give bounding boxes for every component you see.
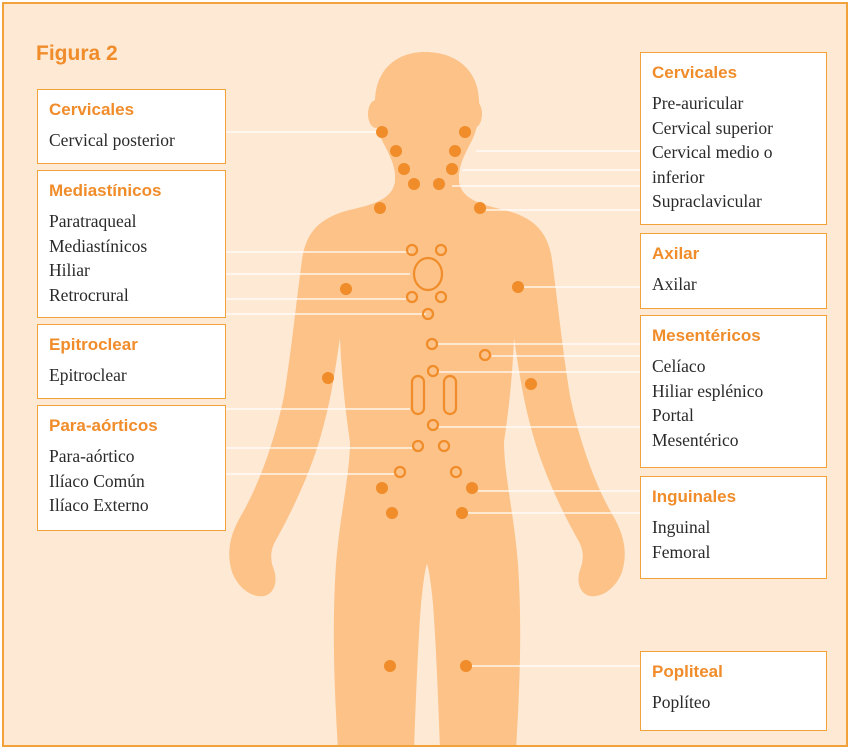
box-title: Mesentéricos	[652, 326, 816, 346]
node-cervical-right-1	[449, 145, 461, 157]
box-item: Axilar	[652, 272, 816, 297]
box-axilar: Axilar Axilar	[640, 233, 827, 309]
box-title: Epitroclear	[49, 335, 215, 355]
node-supraclavicular-right	[474, 202, 486, 214]
node-popliteo-right	[460, 660, 472, 672]
box-title: Para-aórticos	[49, 416, 215, 436]
box-item: Mesentérico	[652, 428, 816, 453]
box-item: Cervical posterior	[49, 128, 215, 153]
box-title: Inguinales	[652, 487, 816, 507]
node-epitroclear-left	[322, 372, 334, 384]
node-popliteo-left	[384, 660, 396, 672]
box-epitroclear: Epitroclear Epitroclear	[37, 324, 226, 399]
box-item: Pre-auricular	[652, 91, 816, 116]
box-item: Epitroclear	[49, 363, 215, 388]
box-item: Ilíaco Común	[49, 469, 215, 494]
box-item: Supraclavicular	[652, 189, 816, 214]
node-femoral-right	[456, 507, 468, 519]
node-inguinal-right	[466, 482, 478, 494]
box-para-aorticos: Para-aórticos Para-aórtico Ilíaco Común …	[37, 405, 226, 531]
box-item: inferior	[652, 165, 816, 190]
box-item: Paratraqueal	[49, 209, 215, 234]
node-cervical-posterior-left	[376, 126, 388, 138]
node-supraclavicular-left	[374, 202, 386, 214]
box-item: Poplíteo	[652, 690, 816, 715]
node-cervical-left-1	[390, 145, 402, 157]
node-axilar-right	[512, 281, 524, 293]
box-mesentericos: Mesentéricos Celíaco Hiliar esplénico Po…	[640, 315, 827, 468]
node-epitroclear-right	[525, 378, 537, 390]
box-item: Ilíaco Externo	[49, 493, 215, 518]
box-item: Hiliar	[49, 258, 215, 283]
box-item: Celíaco	[652, 354, 816, 379]
box-cervicales-right: Cervicales Pre-auricular Cervical superi…	[640, 52, 827, 225]
box-item: Cervical medio o	[652, 140, 816, 165]
figure-title: Figura 2	[36, 42, 118, 66]
box-title: Mediastínicos	[49, 181, 215, 201]
box-title: Cervicales	[652, 63, 816, 83]
box-item: Portal	[652, 403, 816, 428]
box-mediastinicos: Mediastínicos Paratraqueal Mediastínicos…	[37, 170, 226, 318]
box-item: Retrocrural	[49, 283, 215, 308]
node-axilar-left	[340, 283, 352, 295]
box-title: Popliteal	[652, 662, 816, 682]
node-inguinal-left	[376, 482, 388, 494]
node-cervical-left-2	[398, 163, 410, 175]
box-popliteal: Popliteal Poplíteo	[640, 651, 827, 731]
box-item: Para-aórtico	[49, 444, 215, 469]
box-item: Mediastínicos	[49, 234, 215, 259]
node-cervical-right-3	[433, 178, 445, 190]
box-item: Hiliar esplénico	[652, 379, 816, 404]
body-silhouette	[229, 52, 625, 747]
box-cervicales-left: Cervicales Cervical posterior	[37, 89, 226, 164]
box-title: Cervicales	[49, 100, 215, 120]
box-title: Axilar	[652, 244, 816, 264]
node-cervical-right-2	[446, 163, 458, 175]
node-cervical-left-3	[408, 178, 420, 190]
box-inguinales: Inguinales Inguinal Femoral	[640, 476, 827, 579]
box-item: Femoral	[652, 540, 816, 565]
node-femoral-left	[386, 507, 398, 519]
box-item: Cervical superior	[652, 116, 816, 141]
node-preauricular-right	[459, 126, 471, 138]
box-item: Inguinal	[652, 515, 816, 540]
